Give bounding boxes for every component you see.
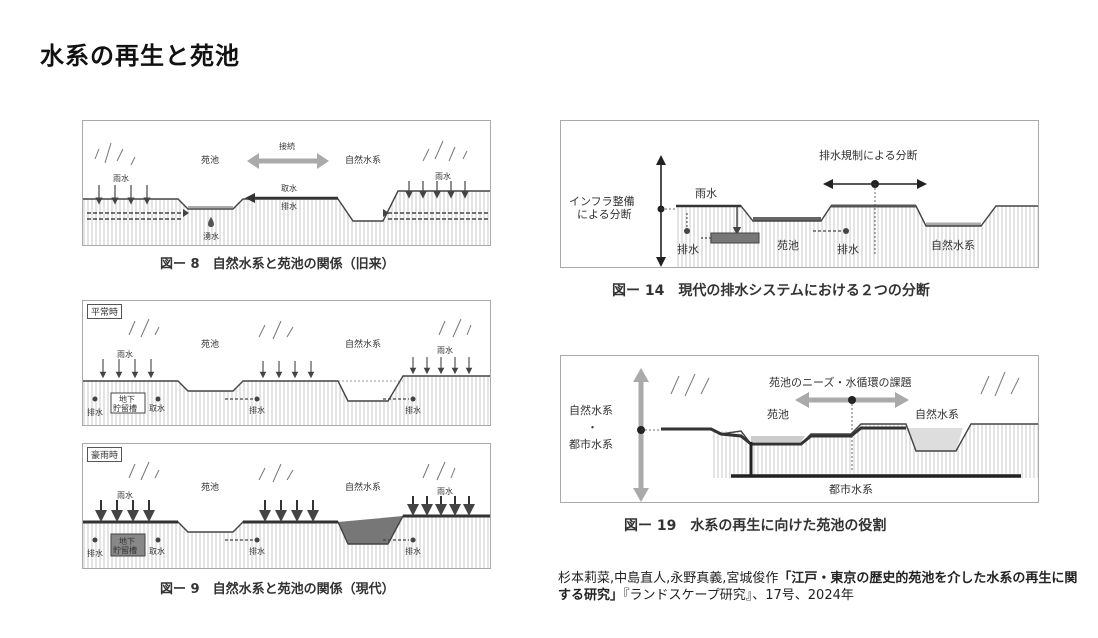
- fig9h-rain-right-label: 雨水: [437, 486, 453, 496]
- fig19-dot-label: ・: [587, 421, 598, 434]
- figure-9-heavy-diagram: 苑池 自然水系 雨水 雨水 排水 地下 貯留槽 取水 排水 排水: [83, 461, 490, 568]
- fig8-rain-right-label: 雨水: [435, 171, 451, 181]
- figure-9-caption: 図ー 9 自然水系と苑池の関係（現代）: [160, 582, 395, 597]
- fig9n-rain-left-label: 雨水: [117, 349, 133, 359]
- fig14-infra1-label: インフラ整備: [569, 194, 635, 208]
- fig8-drain-label: 排水: [281, 201, 297, 211]
- page-title: 水系の再生と苑池: [40, 42, 240, 70]
- fig9n-intake-label: 取水: [149, 403, 165, 413]
- fig8-connect-label: 接続: [279, 141, 295, 151]
- fig14-split-h-label: 排水規制による分断: [819, 148, 918, 162]
- fig19-nat-label: 自然水系: [569, 403, 613, 417]
- fig8-spring-label: 湧水: [203, 231, 219, 241]
- fig9h-rain-left-label: 雨水: [117, 490, 133, 500]
- fig14-rain-label: 雨水: [695, 187, 717, 200]
- fig9h-drain-mid-label: 排水: [249, 546, 265, 556]
- fig9h-tank-label: 地下: [119, 536, 135, 546]
- figure-19-panel: 苑池のニーズ・水循環の課題 自然水系 ・ 都市水系 苑池 自然水系 都市水系: [560, 355, 1039, 503]
- fig9n-drain-right-label: 排水: [405, 405, 421, 415]
- fig9-normal-tag: 平常時: [87, 304, 123, 319]
- fig8-pond-label: 苑池: [201, 154, 219, 166]
- fig9n-drain-left-label: 排水: [87, 407, 103, 417]
- fig9h-intake-label: 取水: [149, 546, 165, 556]
- fig9n-drain-mid-label: 排水: [249, 405, 265, 415]
- figure-9-normal-diagram: 苑池 自然水系 雨水 雨水 排水 地下 貯留槽 取水 排水 排水: [83, 318, 490, 425]
- fig14-drain1-label: 排水: [677, 242, 699, 256]
- figure-8-panel: 苑池 接続 自然水系 雨水 雨水 取水 排水 湧水: [82, 120, 491, 246]
- citation: 杉本莉菜,中島直人,永野真義,宮城俊作「江戸・東京の歴史的苑池を介した水系の再生…: [558, 570, 1088, 604]
- fig9n-tank2-label: 貯留槽: [113, 403, 137, 413]
- fig8-intake-label: 取水: [281, 183, 297, 193]
- fig14-pond-label: 苑池: [777, 239, 799, 252]
- fig9h-natural-label: 自然水系: [345, 481, 381, 493]
- citation-title: 「江戸・東京の歴史的苑池を介した水系の再生に関する研究」: [558, 571, 1078, 603]
- fig14-drain2-label: 排水: [837, 242, 859, 256]
- fig14-infra2-label: による分断: [577, 207, 632, 221]
- citation-journal: 『ランドスケープ研究』、17号、2024年: [623, 588, 854, 603]
- fig19-urban-bottom-label: 都市水系: [829, 482, 873, 496]
- figure-9-normal-panel: 苑池 自然水系 雨水 雨水 排水 地下 貯留槽 取水 排水 排水 平常時: [82, 300, 491, 426]
- fig8-natural-label: 自然水系: [345, 154, 381, 166]
- fig9-heavy-tag: 豪雨時: [87, 447, 123, 462]
- fig9n-tank-label: 地下: [119, 394, 135, 404]
- fig19-natural-label: 自然水系: [915, 407, 959, 421]
- figure-9-heavy-panel: 苑池 自然水系 雨水 雨水 排水 地下 貯留槽 取水 排水 排水 豪雨時: [82, 443, 491, 569]
- fig9n-rain-right-label: 雨水: [437, 345, 453, 355]
- citation-authors: 杉本莉菜,中島直人,永野真義,宮城俊作: [558, 571, 779, 586]
- fig9h-pond-label: 苑池: [201, 481, 219, 493]
- figure-8-diagram: 苑池 接続 自然水系 雨水 雨水 取水 排水 湧水: [83, 140, 490, 245]
- fig8-rain-left-label: 雨水: [113, 173, 129, 183]
- fig9h-drain-right-label: 排水: [405, 546, 421, 556]
- fig19-urban-label: 都市水系: [569, 437, 613, 451]
- fig9n-natural-label: 自然水系: [345, 338, 381, 350]
- fig9h-tank2-label: 貯留槽: [113, 545, 137, 555]
- figure-14-diagram: 排水規制による分断 インフラ整備 による分断 雨水 排水 苑池 排水 自然水系: [569, 148, 1038, 267]
- figure-19-caption: 図ー 19 水系の再生に向けた苑池の役割: [624, 518, 887, 534]
- figure-19-diagram: 苑池のニーズ・水循環の課題 自然水系 ・ 都市水系 苑池 自然水系 都市水系: [569, 368, 1038, 502]
- figure-14-panel: 排水規制による分断 インフラ整備 による分断 雨水 排水 苑池 排水 自然水系: [560, 120, 1039, 268]
- figure-14-caption: 図ー 14 現代の排水システムにおける２つの分断: [612, 283, 930, 299]
- figure-8-caption: 図ー 8 自然水系と苑池の関係（旧来）: [160, 257, 395, 272]
- fig9n-pond-label: 苑池: [201, 338, 219, 350]
- fig14-natural-label: 自然水系: [931, 238, 975, 252]
- fig19-pond-label: 苑池: [767, 408, 789, 421]
- fig9h-drain-left-label: 排水: [87, 548, 103, 558]
- fig19-issue-label: 苑池のニーズ・水循環の課題: [769, 375, 911, 389]
